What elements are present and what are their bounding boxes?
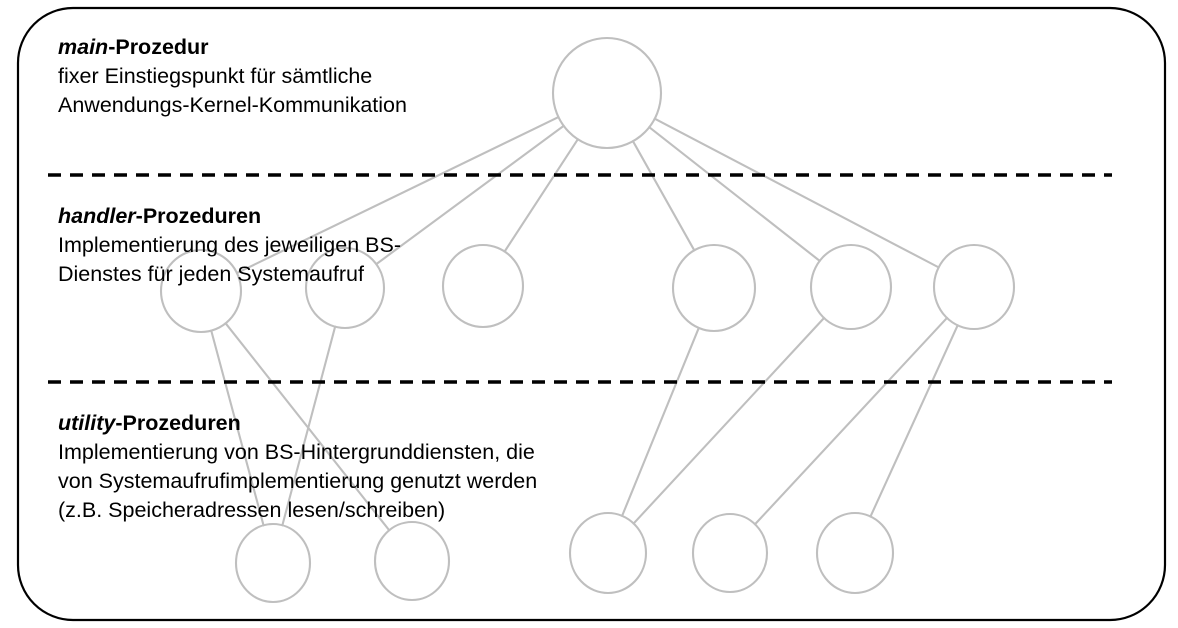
graph-node-u4 bbox=[691, 512, 769, 594]
edges-group bbox=[210, 116, 959, 532]
graph-node-u3 bbox=[568, 511, 648, 595]
frame-group bbox=[16, 6, 1167, 622]
graph-node-h1 bbox=[159, 248, 243, 334]
graph-edge bbox=[869, 324, 959, 518]
graph-node-h2 bbox=[304, 246, 386, 330]
graph-edge bbox=[281, 325, 337, 527]
graph-edge bbox=[210, 329, 265, 527]
graph-edge bbox=[503, 138, 579, 253]
graph-node-h4 bbox=[671, 243, 757, 333]
graph-edge bbox=[631, 140, 696, 252]
graph-edge bbox=[621, 326, 700, 517]
graph-node-h6 bbox=[932, 243, 1016, 331]
graph-edge bbox=[632, 316, 826, 525]
graph-node-h5 bbox=[809, 243, 893, 331]
graph-node-u2 bbox=[373, 520, 451, 602]
graph-node-h3 bbox=[441, 243, 525, 329]
dividers-group bbox=[48, 173, 1112, 384]
graph-edge bbox=[648, 126, 821, 262]
graph-edge bbox=[653, 117, 940, 269]
graph-node-u5 bbox=[815, 511, 895, 595]
graph-edge bbox=[224, 322, 391, 532]
graph-edge bbox=[375, 124, 565, 266]
graph-edge bbox=[753, 316, 949, 526]
nodes-group bbox=[159, 36, 1016, 604]
graph-node-u1 bbox=[234, 522, 312, 604]
graph-edge bbox=[235, 116, 560, 275]
graph-node-m1 bbox=[551, 36, 663, 150]
diagram-frame bbox=[16, 6, 1167, 622]
